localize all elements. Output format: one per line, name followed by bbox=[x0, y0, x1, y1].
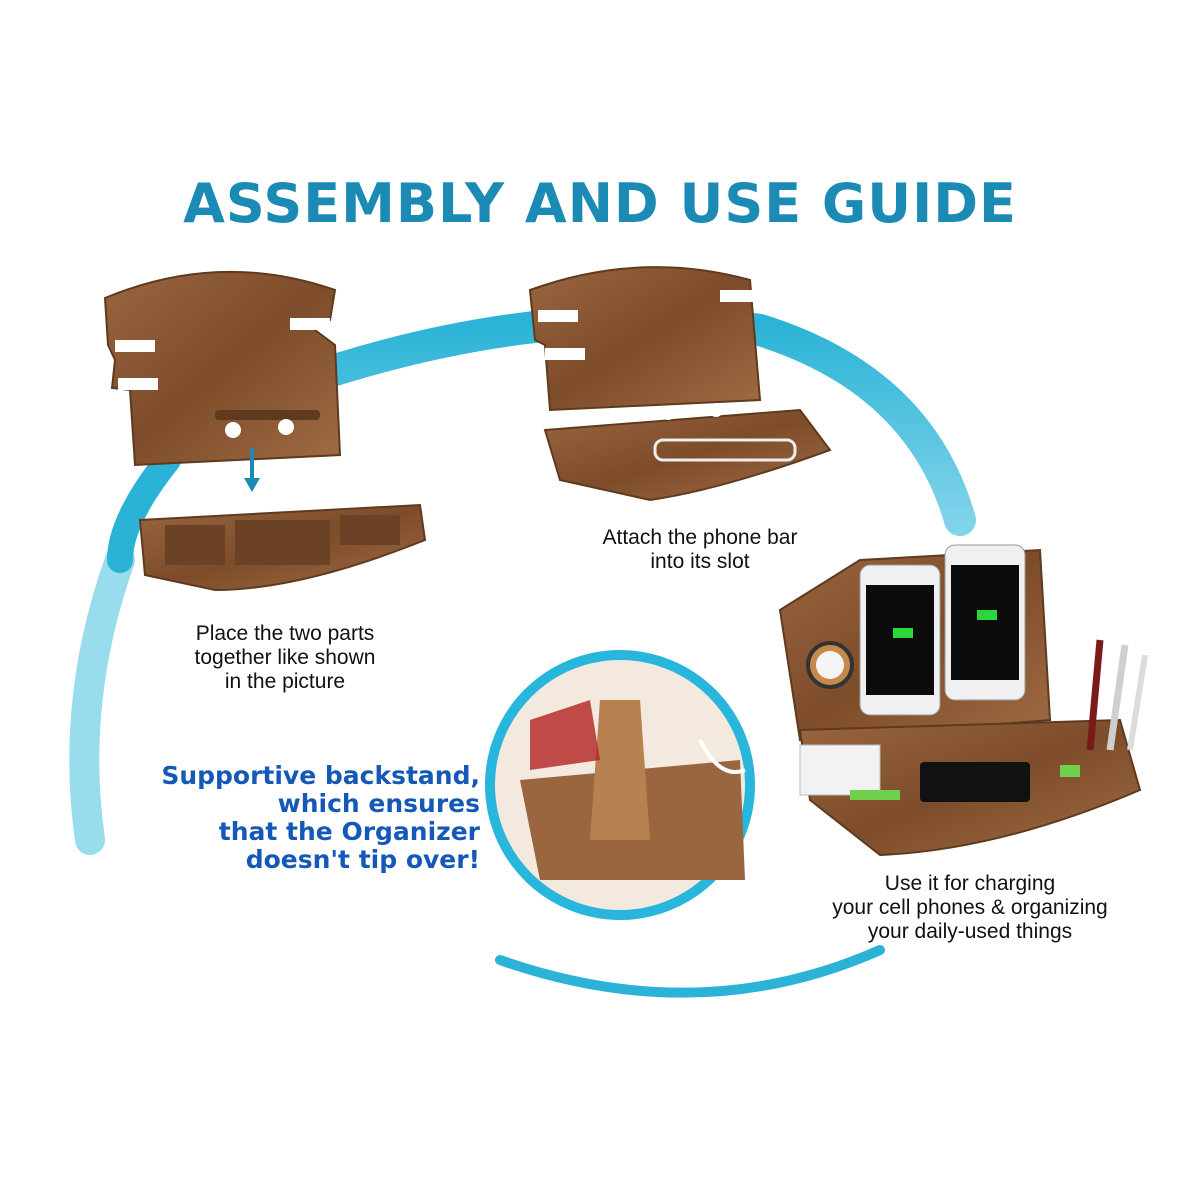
step1-base-tray bbox=[138, 503, 427, 592]
caption-line: Attach the phone bar bbox=[602, 526, 798, 549]
callout-line: that the Organizer bbox=[218, 817, 480, 846]
caption-line: Place the two parts bbox=[195, 622, 375, 645]
caption-line: your cell phones & organizing bbox=[832, 896, 1108, 919]
step2-assembled-stand bbox=[528, 266, 832, 502]
phone-right bbox=[944, 544, 1026, 701]
caption-line: in the picture bbox=[224, 670, 346, 693]
phone-left bbox=[859, 564, 941, 716]
caption-line: into its slot bbox=[650, 550, 750, 573]
step1-caption: Place the two parts together like shown … bbox=[160, 622, 410, 694]
wallet-icon bbox=[920, 762, 1030, 802]
callout-line: which ensures bbox=[277, 789, 480, 818]
step2-caption: Attach the phone bar into its slot bbox=[560, 526, 840, 574]
pens-icon bbox=[1086, 639, 1148, 751]
callout-line: doesn't tip over! bbox=[245, 845, 480, 874]
zoom-detail-circle bbox=[485, 650, 755, 920]
backstand-callout: Supportive backstand, which ensures that… bbox=[150, 762, 480, 874]
step3-caption: Use it for charging your cell phones & o… bbox=[790, 872, 1150, 944]
page-title: ASSEMBLY AND USE GUIDE bbox=[183, 172, 1017, 235]
callout-line: Supportive backstand, bbox=[161, 761, 480, 790]
caption-line: together like shown bbox=[194, 646, 376, 669]
step3-organizer-in-use bbox=[778, 544, 1148, 857]
down-arrow-icon bbox=[244, 448, 260, 492]
caption-line: your daily-used things bbox=[867, 920, 1073, 943]
batteries-icon bbox=[850, 765, 1080, 800]
watch-icon bbox=[806, 641, 854, 689]
caption-line: Use it for charging bbox=[884, 872, 1056, 895]
business-card-icon bbox=[799, 744, 881, 796]
step1-backboard bbox=[103, 270, 342, 467]
